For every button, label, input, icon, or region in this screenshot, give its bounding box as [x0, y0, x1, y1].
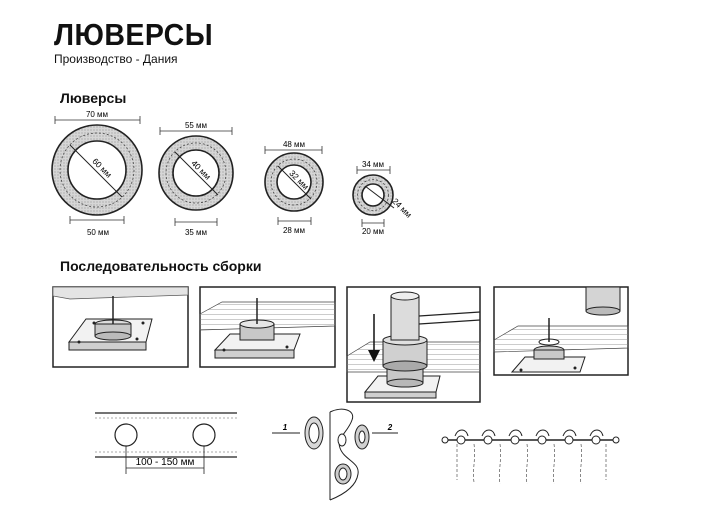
eyelet-3-outer-label: 48 мм [283, 140, 305, 149]
section-heading-assembly: Последовательность сборки [60, 258, 262, 274]
step-label-2: 2 [387, 423, 393, 432]
eyelet-3-hole-label: 28 мм [283, 226, 305, 235]
eyelet-2-outer-label: 55 мм [185, 121, 207, 130]
page-subtitle: Производство - Дания [54, 52, 178, 66]
eyelet-1-hole-label: 50 мм [87, 228, 109, 237]
assembly-step-4 [493, 286, 629, 376]
eyelet-2-hole-label: 35 мм [185, 228, 207, 237]
eyelet-1-outer-label: 70 мм [86, 110, 108, 119]
eyelet-spacing-diagram [95, 412, 237, 474]
assembly-step-3 [346, 286, 481, 403]
spacing-label: 100 - 150 мм [136, 457, 195, 468]
eyelet-parts-diagram [272, 408, 398, 501]
eyelet-70mm [51, 116, 143, 224]
eyelet-48mm [264, 146, 324, 225]
eyelet-55mm [158, 127, 234, 226]
step-label-1: 1 [283, 423, 288, 432]
curtain-on-rod-diagram [441, 429, 620, 485]
page-title: ЛЮВЕРСЫ [54, 17, 214, 52]
assembly-step-1 [52, 286, 189, 368]
eyelet-4-outer-label: 34 мм [362, 160, 384, 169]
section-heading-eyelets: Люверсы [60, 90, 127, 106]
eyelet-34mm [352, 166, 395, 227]
assembly-step-2 [199, 286, 336, 368]
eyelet-4-hole-label: 20 мм [362, 227, 384, 236]
